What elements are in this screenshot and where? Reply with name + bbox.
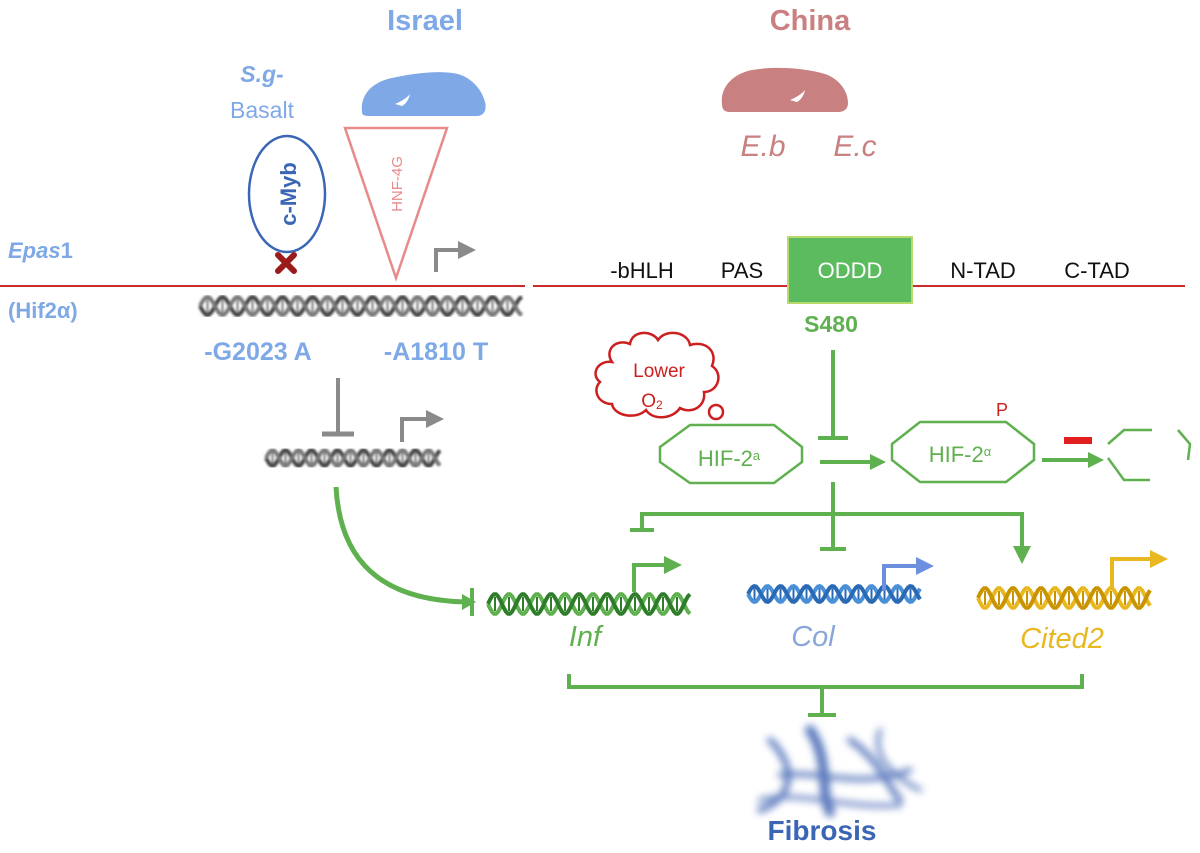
curved-arrowhead-icon <box>462 594 476 610</box>
arrowhead-degradation-icon <box>1088 452 1104 468</box>
target-cited2: Cited2 <box>1020 623 1104 655</box>
helix-strand <box>746 583 922 605</box>
degraded-protein-icon <box>1106 428 1192 482</box>
helix-strand <box>486 592 692 616</box>
helix-strand <box>264 447 442 469</box>
outcome-fibrosis: Fibrosis <box>768 815 877 846</box>
promoter-arrowhead-lower-icon <box>426 410 444 428</box>
lower-o2-cloud <box>594 331 720 419</box>
cloud-line1: Lower <box>633 361 685 382</box>
mole-rat-china-icon <box>721 67 848 112</box>
domain-oddd-box <box>787 236 913 304</box>
gene-alias: (Hif2α) <box>8 298 78 323</box>
domain-pas: PAS <box>721 258 763 283</box>
promoter-arrow-inf-icon <box>632 556 682 592</box>
domain-ctad: C-TAD <box>1064 258 1130 283</box>
promoter-arrow-upper-icon <box>434 248 460 272</box>
target-col: Col <box>791 621 836 653</box>
promoter-arrow-lower-icon <box>400 417 428 442</box>
species-sg: S.g- <box>240 61 283 87</box>
helix-strand <box>198 294 524 318</box>
dna-helix-upper <box>198 294 524 318</box>
dna-helix-col <box>746 583 922 605</box>
dna-helix-inf <box>486 592 692 616</box>
domain-ntad: N-TAD <box>950 258 1016 283</box>
cloud-bubble <box>707 403 725 421</box>
cmyb-label: c-Myb <box>276 162 301 226</box>
hif2a-label: HIF-2a <box>698 446 761 471</box>
cloud-line2: O2 <box>641 391 663 412</box>
hnf4g-label: HNF-4G <box>389 156 406 212</box>
arrowhead-cited2-icon <box>1013 546 1031 564</box>
helix-strand <box>976 586 1152 610</box>
variant-g2023a: -G2023 A <box>204 338 311 366</box>
region-china: China <box>770 5 851 37</box>
site-s480: S480 <box>804 311 858 337</box>
region-israel: Israel <box>387 5 463 37</box>
target-inf: Inf <box>569 621 604 653</box>
helix-strand <box>264 447 442 469</box>
dna-helix-cited2 <box>976 586 1152 610</box>
gene-name: Epas1 <box>8 238 73 263</box>
species-sg-basalt: Basalt <box>230 97 295 123</box>
variant-a1810t: -A1810 T <box>384 338 488 366</box>
promoter-arrowhead-upper-icon <box>458 241 476 259</box>
promoter-arrow-col-icon <box>882 557 934 591</box>
species-eb: E.b <box>740 130 785 163</box>
fibrosis-image <box>757 725 922 817</box>
domain-oddd: ODDD <box>818 258 883 283</box>
phospho-mark: P <box>996 400 1008 420</box>
hif2a-phospho-octagon <box>890 420 1036 484</box>
degradation-minus-icon <box>1064 437 1092 444</box>
branch-horizontal <box>640 512 1024 548</box>
hif2a-phospho-label: HIF-2α <box>929 442 992 467</box>
promoter-arrow-cited2-icon <box>1110 550 1168 587</box>
hnf4g-triangle <box>343 126 449 282</box>
blocked-x-icon <box>275 252 297 274</box>
arrowhead-hif-icon <box>870 454 886 470</box>
cmyb-oval <box>247 134 327 254</box>
domain-bhlh: -bHLH <box>610 258 674 283</box>
mole-rat-israel-icon <box>361 72 486 116</box>
curved-arrow-to-inf <box>333 486 467 605</box>
species-ec: E.c <box>833 130 876 163</box>
helix-strand <box>198 294 524 318</box>
bracket-targets <box>567 674 1084 689</box>
dna-helix-lower <box>264 447 442 469</box>
hif2a-octagon <box>658 423 804 485</box>
